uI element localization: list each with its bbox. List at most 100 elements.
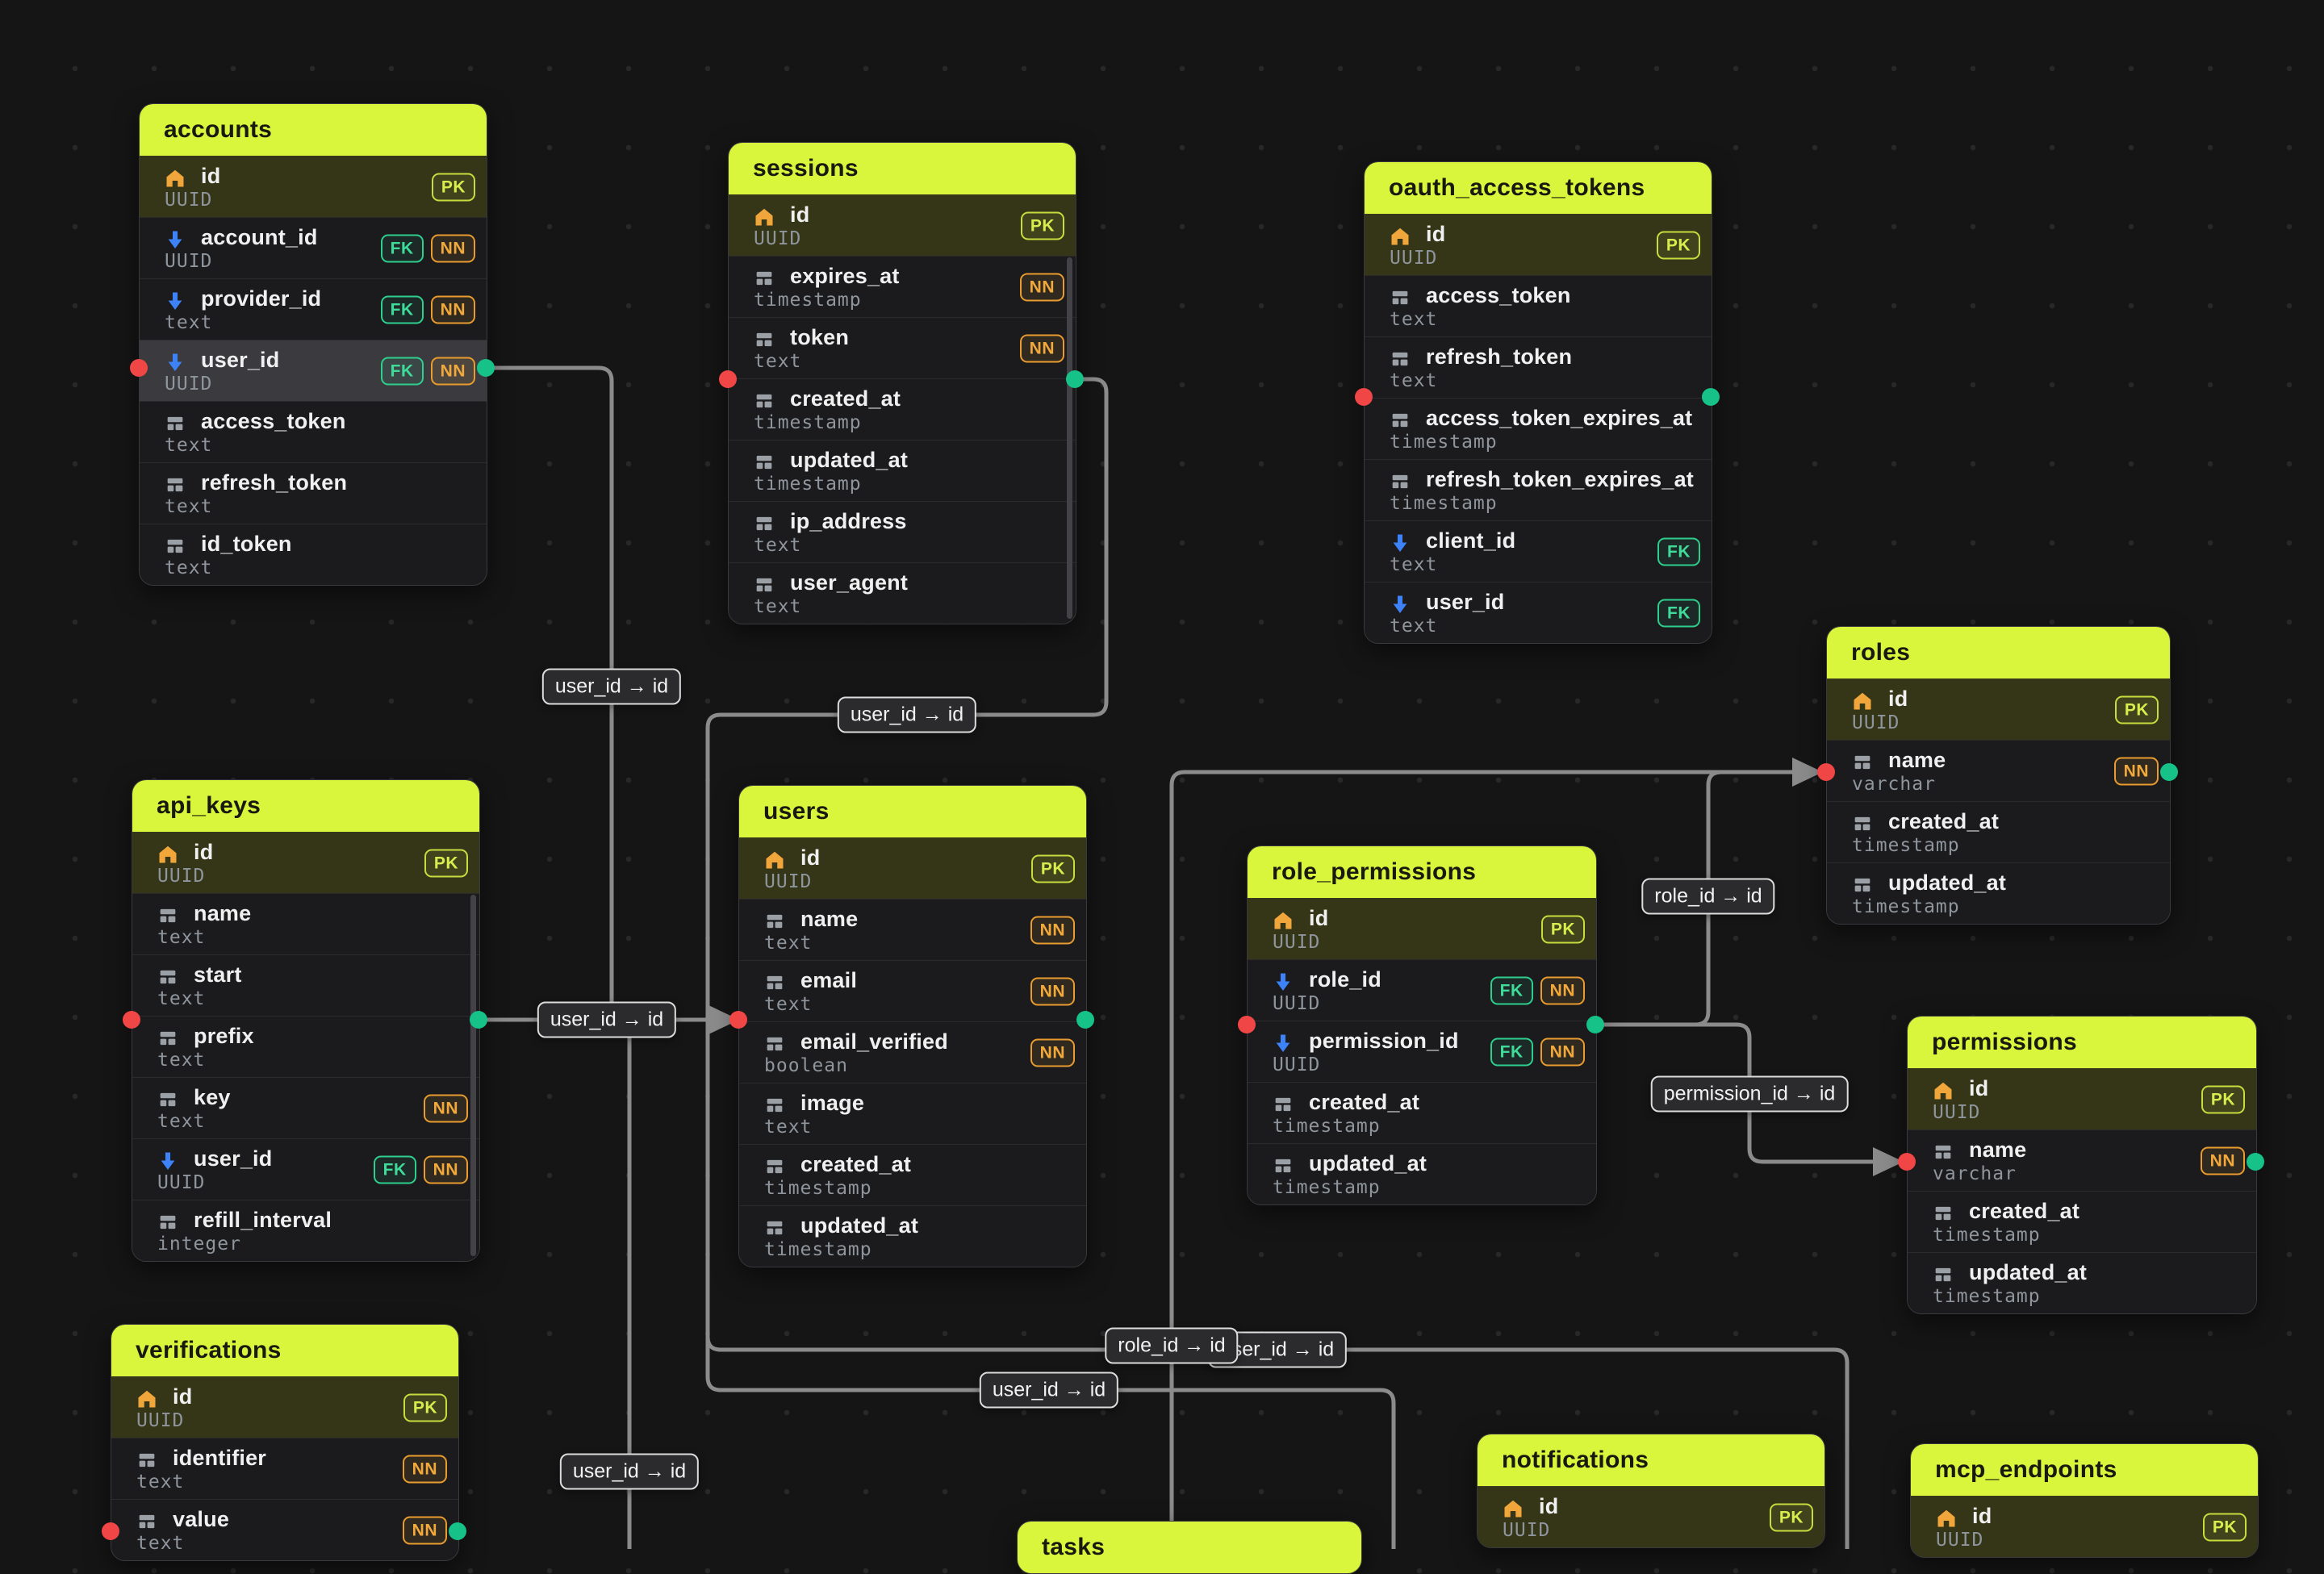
table-header-oauth_access_tokens[interactable]: oauth_access_tokens — [1365, 162, 1712, 214]
primary-key-icon — [164, 167, 186, 190]
column-name: id — [1888, 687, 1908, 711]
table-tasks[interactable]: tasks — [1017, 1521, 1362, 1574]
column-icon — [1389, 409, 1411, 432]
table-header-tasks[interactable]: tasks — [1018, 1522, 1361, 1573]
column-type: UUID — [754, 228, 802, 249]
relationship-edge-role_id-to-roles-id-from-bottom[interactable] — [1169, 770, 1797, 1549]
column-name: user_agent — [790, 570, 909, 595]
column-type: UUID — [1933, 1102, 1981, 1123]
column-type: UUID — [1273, 932, 1321, 953]
table-header-accounts[interactable]: accounts — [140, 104, 487, 156]
table-header-roles[interactable]: roles — [1827, 627, 2170, 678]
primary-key-icon — [763, 849, 786, 871]
column-icon — [1932, 1202, 1954, 1225]
table-scrollbar[interactable] — [470, 895, 476, 1256]
table-header-role_permissions[interactable]: role_permissions — [1248, 846, 1596, 898]
table-scrollbar[interactable] — [1067, 257, 1072, 619]
fk-badge: FK — [380, 357, 424, 385]
column-name: id_token — [201, 532, 292, 556]
table-header-permissions[interactable]: permissions — [1908, 1017, 2256, 1068]
table-header-verifications[interactable]: verifications — [111, 1325, 458, 1376]
column-name: id — [1972, 1504, 1992, 1528]
column-icon — [1389, 348, 1411, 370]
column-name: image — [800, 1091, 865, 1115]
table-header-api_keys[interactable]: api_keys — [132, 780, 479, 832]
table-header-users[interactable]: users — [739, 786, 1086, 837]
column-name: expires_at — [790, 264, 900, 288]
column-icon — [753, 451, 775, 474]
badge-group: PK — [403, 1393, 447, 1422]
primary-key-icon — [136, 1388, 158, 1410]
column-name: id — [1426, 222, 1446, 246]
table-header-mcp_endpoints[interactable]: mcp_endpoints — [1911, 1444, 2258, 1496]
table-header-notifications[interactable]: notifications — [1478, 1434, 1825, 1486]
table-header-sessions[interactable]: sessions — [729, 143, 1076, 194]
